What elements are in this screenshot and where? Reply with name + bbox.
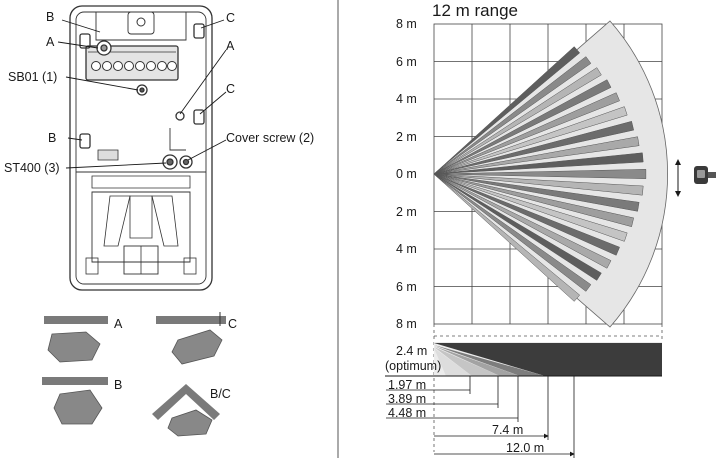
detection-beam	[433, 56, 592, 175]
y-tick-label: 6 m	[396, 280, 417, 294]
detection-beam	[433, 173, 644, 196]
detection-beam	[433, 173, 581, 302]
detection-beam	[433, 173, 620, 256]
y-tick-label: 6 m	[396, 55, 417, 69]
y-ticks: 8 m 6 m 4 m 2 m 0 m 2 m 4 m 6 m 8 m	[396, 17, 417, 331]
distance-label: 12.0 m	[506, 441, 544, 455]
mounting-b: B	[42, 377, 122, 425]
mounting-c: C	[156, 312, 237, 365]
detector-leaders	[57, 19, 227, 169]
y-tick-label: 8 m	[396, 317, 417, 331]
detection-beam	[433, 173, 628, 242]
detection-beam	[433, 106, 628, 175]
detection-beam	[433, 67, 602, 175]
callout-sb01: SB01 (1)	[8, 70, 57, 84]
chart-title: 12 m range	[432, 1, 518, 20]
callout-cover-screw: Cover screw (2)	[226, 131, 314, 145]
callout-c-top: C	[226, 11, 235, 25]
mount-height-value: 2.4 m	[396, 344, 427, 358]
y-tick-label: 8 m	[396, 17, 417, 31]
detection-beam	[433, 152, 644, 175]
mounting-a: A	[44, 316, 123, 363]
callout-b-top: B	[46, 10, 54, 24]
mount-label-a: A	[114, 317, 123, 331]
mount-label-bc: B/C	[210, 387, 231, 401]
distance-label: 1.97 m	[388, 378, 426, 392]
walk-direction-icon	[675, 159, 716, 197]
detection-beam	[433, 46, 581, 175]
detection-beam	[433, 173, 612, 269]
y-tick-label: 2 m	[396, 205, 417, 219]
callout-st400: ST400 (3)	[4, 161, 60, 175]
detection-beam	[433, 136, 640, 175]
detection-beam	[433, 173, 592, 292]
detection-beam	[433, 79, 612, 175]
mount-label-b: B	[114, 378, 122, 392]
distance-label: 3.89 m	[388, 392, 426, 406]
detection-beam	[433, 173, 635, 228]
distance-label: 4.48 m	[388, 406, 426, 420]
callout-a-right: A	[226, 39, 235, 53]
detection-beam	[433, 173, 640, 212]
y-tick-label: 2 m	[396, 130, 417, 144]
distance-dimensions	[386, 376, 575, 458]
detection-beams	[433, 46, 647, 302]
callout-c-right: C	[226, 82, 235, 96]
mount-label-c: C	[228, 317, 237, 331]
y-tick-label: 4 m	[396, 92, 417, 106]
y-tick-label: 4 m	[396, 242, 417, 256]
detection-beam	[433, 92, 620, 175]
callout-a-top: A	[46, 35, 55, 49]
mounting-bc: B/C	[152, 384, 231, 437]
mount-height-note: (optimum)	[385, 359, 441, 373]
side-view-fan	[434, 342, 662, 376]
detection-beam	[433, 173, 602, 281]
callout-b-left: B	[48, 131, 56, 145]
detector-base	[69, 5, 213, 291]
detection-beam	[433, 169, 647, 179]
y-tick-label: 0 m	[396, 167, 417, 181]
detection-beam	[433, 120, 635, 175]
distance-label: 7.4 m	[492, 423, 523, 437]
